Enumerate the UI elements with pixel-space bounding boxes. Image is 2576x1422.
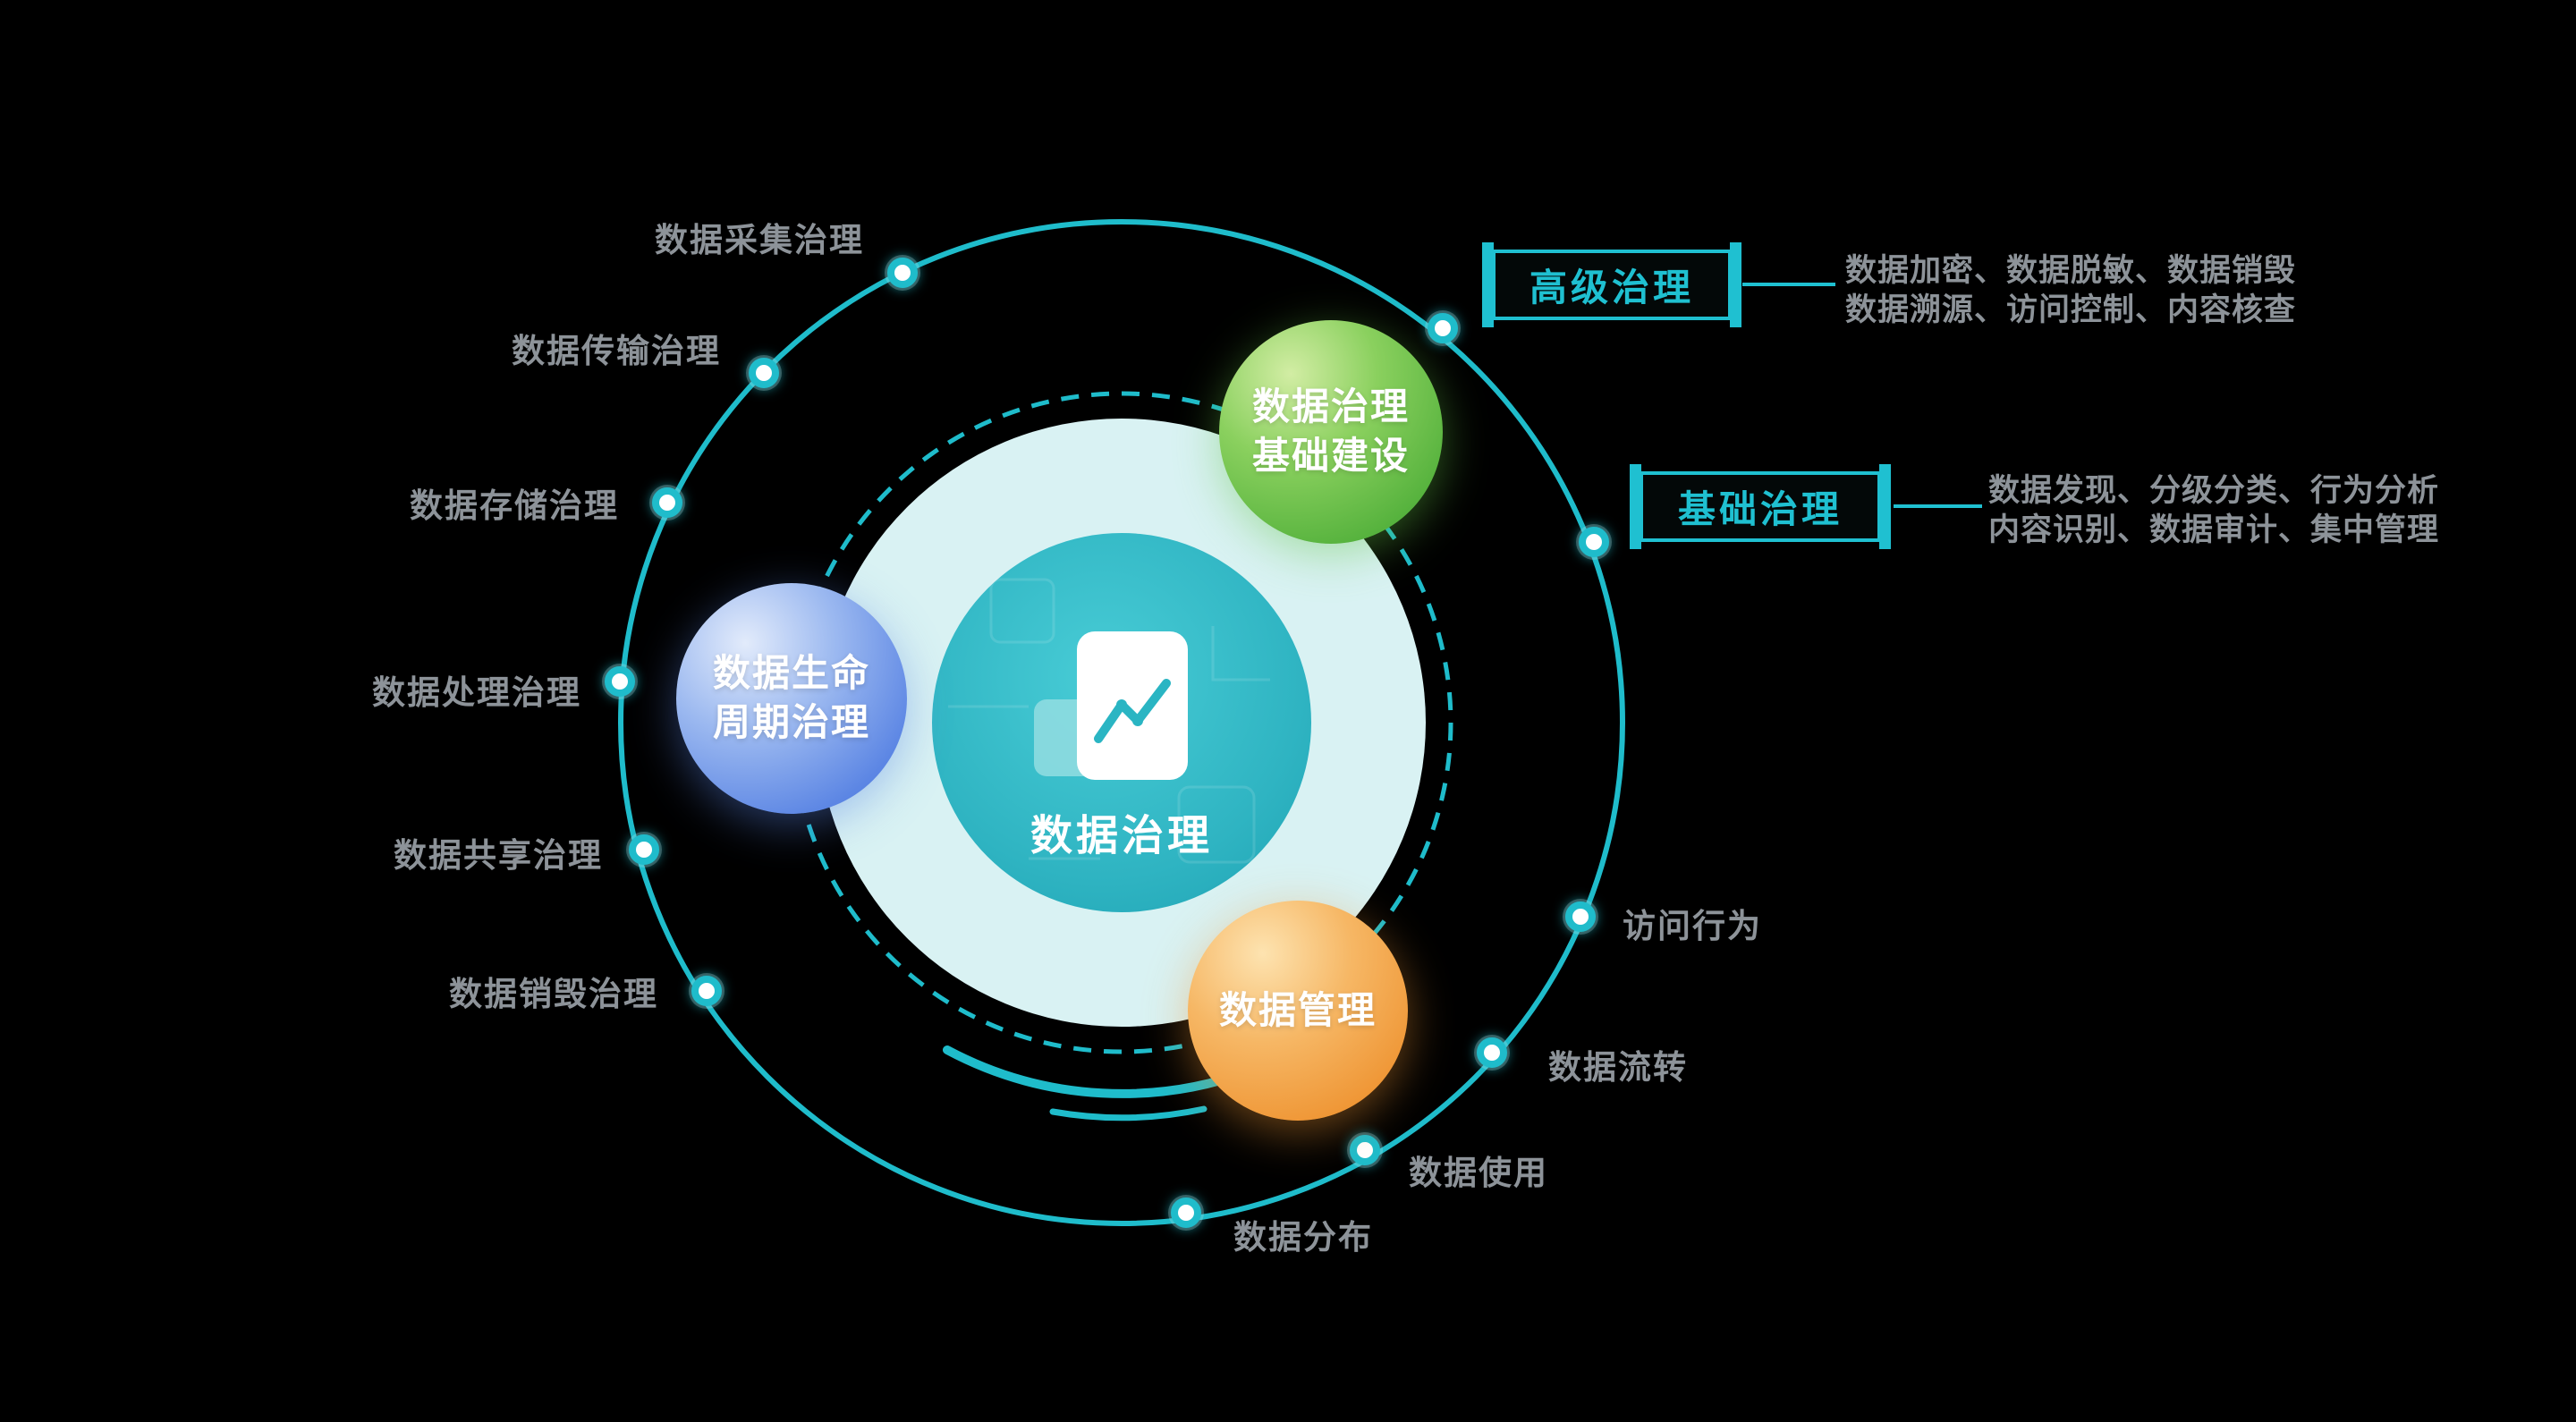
callout-desc-line: 数据溯源、访问控制、内容核查 xyxy=(1845,292,2297,327)
ring-node xyxy=(605,666,635,697)
ring-node xyxy=(887,258,918,288)
callout-desc-line: 内容识别、数据审计、集中管理 xyxy=(1988,512,2440,547)
callout-advanced-desc: 数据加密、数据脱敏、数据销毁 数据溯源、访问控制、内容核查 xyxy=(1845,251,2296,330)
center-title: 数据治理 xyxy=(1030,811,1213,859)
ring-node xyxy=(749,358,779,388)
bubble-label-line: 数据治理 xyxy=(1251,385,1410,428)
ring-label-destruction: 数据销毁治理 xyxy=(449,976,658,1012)
ring-node xyxy=(1171,1198,1201,1228)
callout-desc-line: 数据加密、数据脱敏、数据销毁 xyxy=(1845,253,2297,288)
callout-basic-desc: 数据发现、分级分类、行为分析 内容识别、数据审计、集中管理 xyxy=(1988,471,2439,550)
bubble-data-management: 数据管理 xyxy=(1188,901,1408,1121)
ring-node xyxy=(1579,527,1609,557)
ring-node xyxy=(1565,901,1596,932)
ring-label-collection: 数据采集治理 xyxy=(655,222,864,258)
callout-advanced-governance: 高级治理 xyxy=(1482,242,1741,327)
bubble-governance-infrastructure: 数据治理 基础建设 xyxy=(1219,320,1443,544)
ring-label-data-usage: 数据使用 xyxy=(1409,1155,1548,1191)
bubble-data-lifecycle: 数据生命 周期治理 xyxy=(676,583,907,814)
callout-basic-title: 基础治理 xyxy=(1677,488,1843,530)
document-chart-icon xyxy=(1027,626,1220,797)
callout-advanced-title: 高级治理 xyxy=(1529,267,1694,309)
bubble-label-line: 周期治理 xyxy=(712,701,870,743)
callout-basic-governance: 基础治理 xyxy=(1630,464,1891,549)
ring-label-data-flow: 数据流转 xyxy=(1548,1049,1688,1086)
bubble-label-line: 基础建设 xyxy=(1251,435,1410,477)
ring-node xyxy=(1477,1037,1507,1068)
ring-node xyxy=(1350,1135,1380,1165)
ring-label-data-distribution: 数据分布 xyxy=(1233,1219,1373,1256)
ring-label-sharing: 数据共享治理 xyxy=(394,837,603,874)
ring-label-processing: 数据处理治理 xyxy=(372,674,581,711)
ring-label-access-behavior: 访问行为 xyxy=(1623,908,1762,944)
ring-label-storage: 数据存储治理 xyxy=(410,487,619,524)
ring-node xyxy=(1428,313,1458,343)
ring-label-transmission: 数据传输治理 xyxy=(512,333,721,369)
ring-node xyxy=(629,834,659,865)
bubble-label-line: 数据管理 xyxy=(1218,988,1377,1031)
ring-node xyxy=(691,976,722,1006)
bubble-label-line: 数据生命 xyxy=(712,652,870,695)
ring-node xyxy=(652,487,682,518)
callout-desc-line: 数据发现、分级分类、行为分析 xyxy=(1988,473,2440,508)
